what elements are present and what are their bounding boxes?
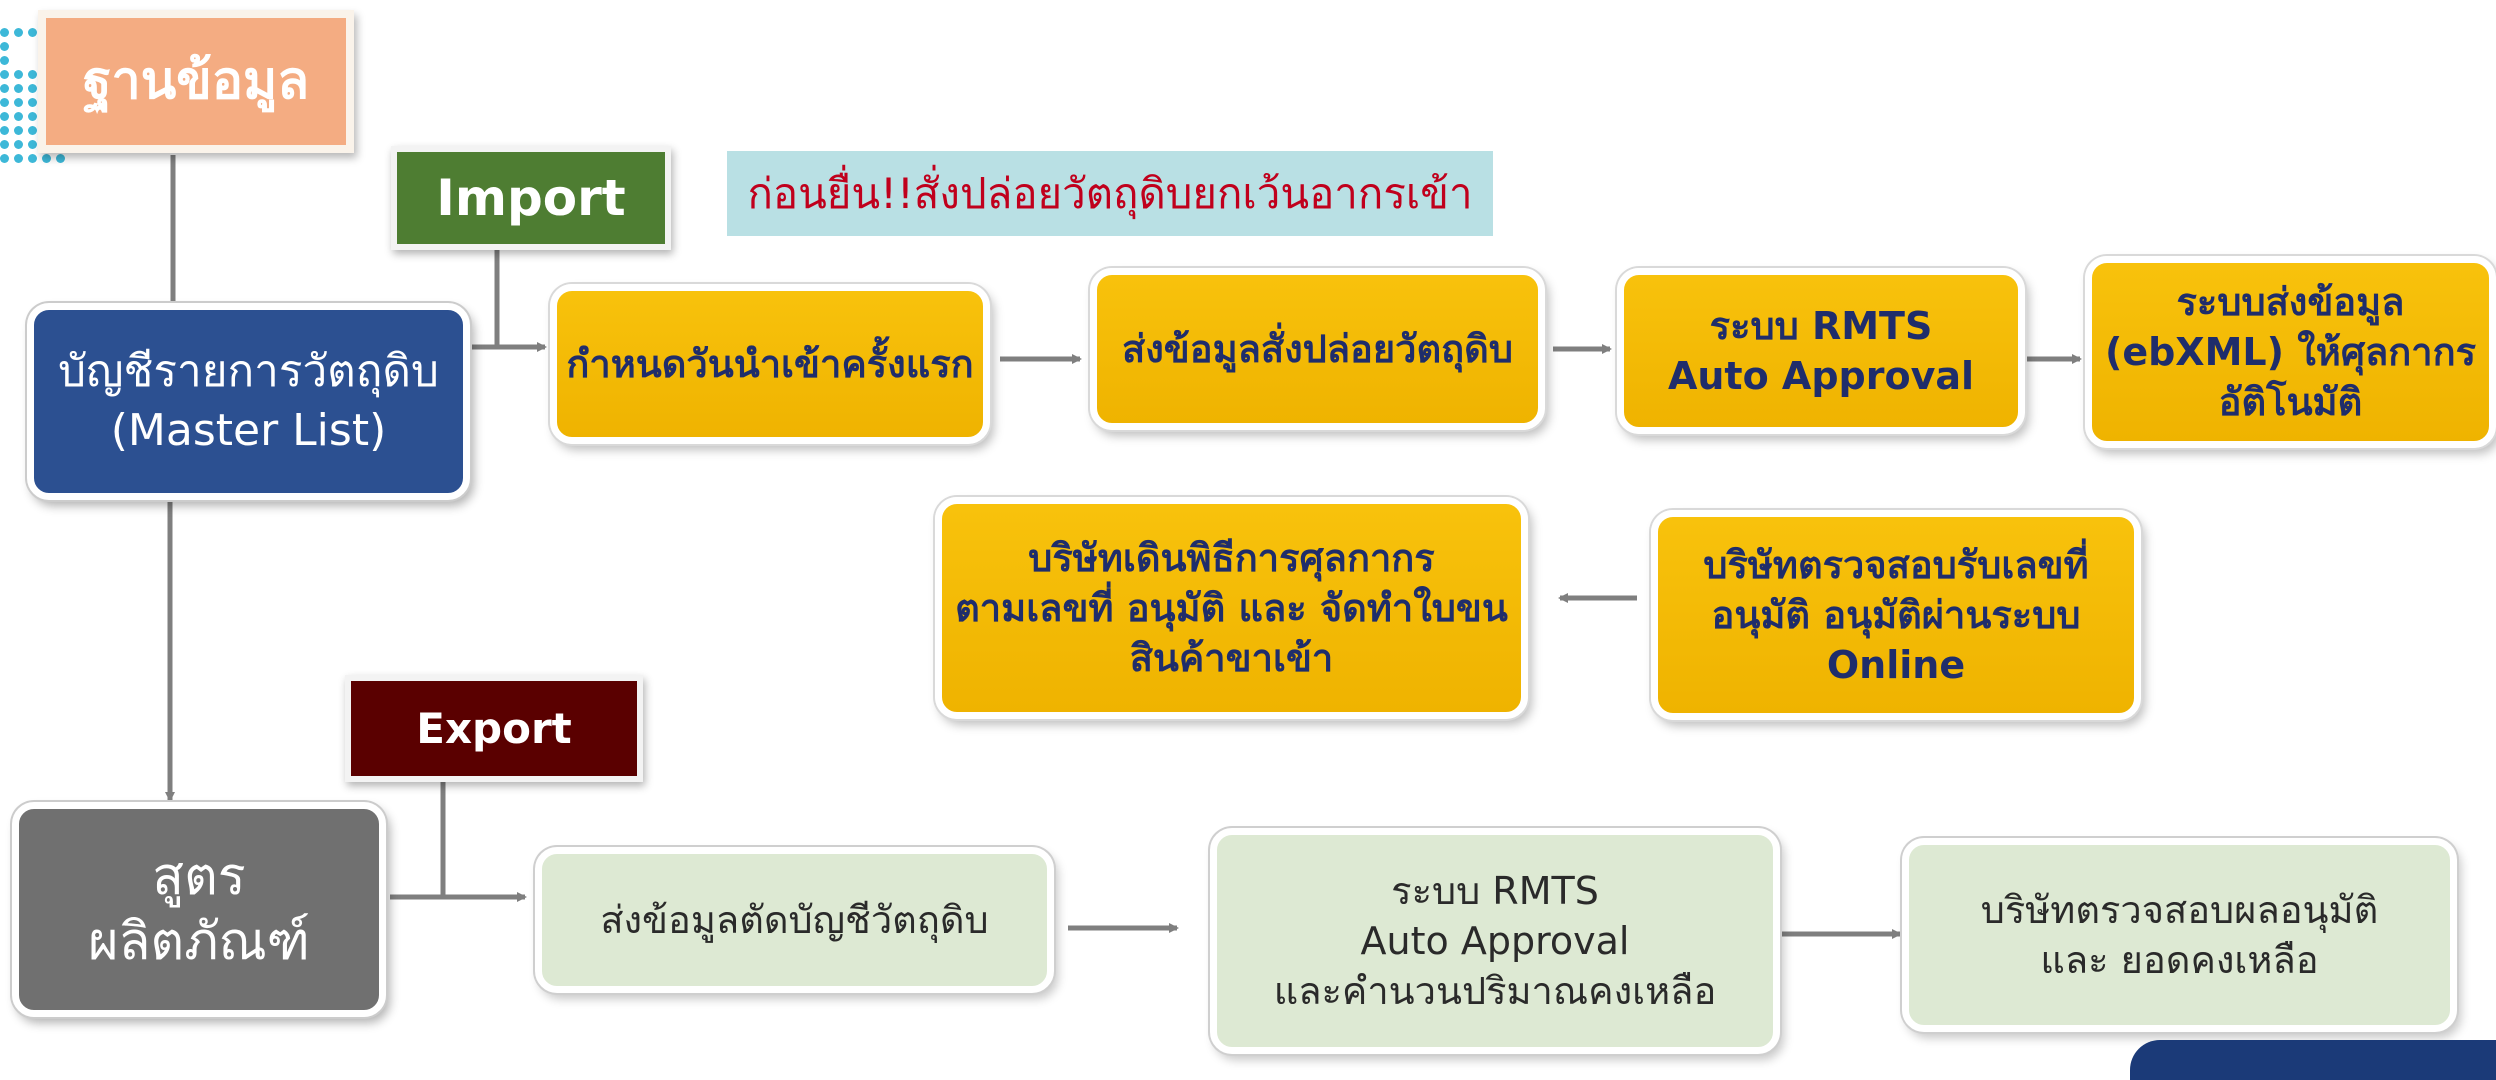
decorative-dot <box>0 140 9 149</box>
decorative-dot <box>0 112 9 121</box>
import-step-company-check-approval: บริษัทตรวจสอบรับเลขที่ อนุมัติ อนุมัติผ่… <box>1651 510 2141 720</box>
decorative-dot <box>0 28 9 37</box>
database-label: ฐานข้อมูล <box>38 10 354 153</box>
decorative-dot <box>0 126 9 135</box>
decorative-dot <box>14 98 23 107</box>
decorative-dot <box>0 56 9 65</box>
decorative-dot <box>0 98 9 107</box>
decorative-dot <box>14 84 23 93</box>
master-list-box: บัญชีรายการวัตถุดิบ (Master List) <box>27 303 470 500</box>
decorative-dot <box>28 140 37 149</box>
decorative-dot <box>14 154 23 163</box>
decorative-dot <box>14 28 23 37</box>
decorative-dot <box>0 154 9 163</box>
export-step-company-check-result: บริษัทตรวจสอบผลอนุมัติ และ ยอดคงเหลือ <box>1902 838 2457 1032</box>
import-step-first-import-date: กำหนดวันนำเข้าครั้งแรก <box>550 284 990 444</box>
export-step-send-deduction-data: ส่งข้อมูลตัดบัญชีวัตถุดิบ <box>535 847 1054 993</box>
logo-badge <box>2130 1040 2496 1080</box>
decorative-dot <box>0 70 9 79</box>
decorative-dot <box>28 112 37 121</box>
decorative-dot <box>28 154 37 163</box>
product-formula-box: สูตร ผลิตภัณฑ์ <box>12 802 386 1017</box>
decorative-dot <box>14 70 23 79</box>
export-step-rmts-auto-approval-calc: ระบบ RMTS Auto Approval และคำนวนปริมาณคง… <box>1210 828 1780 1054</box>
export-tag: Export <box>345 675 643 782</box>
decorative-dot <box>28 28 37 37</box>
decorative-dot <box>42 154 51 163</box>
decorative-dot <box>14 126 23 135</box>
import-step-ebxml-to-customs: ระบบส่งข้อมูล (ebXML) ให้ศุลกากร อัติโนม… <box>2085 256 2496 448</box>
decorative-dot <box>28 126 37 135</box>
decorative-dot <box>14 140 23 149</box>
decorative-dot <box>28 84 37 93</box>
decorative-dot <box>28 98 37 107</box>
decorative-dot <box>28 70 37 79</box>
import-step-send-release-data: ส่งข้อมูลสั่งปล่อยวัตถุดิบ <box>1090 268 1545 430</box>
import-tag: Import <box>391 146 671 250</box>
import-notice: ก่อนยื่น!!สั่งปล่อยวัตถุดิบยกเว้นอากรเข้… <box>727 151 1493 236</box>
decorative-dot <box>0 42 9 51</box>
decorative-dot <box>56 154 65 163</box>
import-step-rmts-auto-approval: ระบบ RMTS Auto Approval <box>1617 268 2025 434</box>
import-step-customs-procedure: บริษัทเดินพิธีการศุลกากร ตามเลขที่ อนุมั… <box>935 497 1528 719</box>
decorative-dot <box>14 112 23 121</box>
decorative-dot <box>0 84 9 93</box>
